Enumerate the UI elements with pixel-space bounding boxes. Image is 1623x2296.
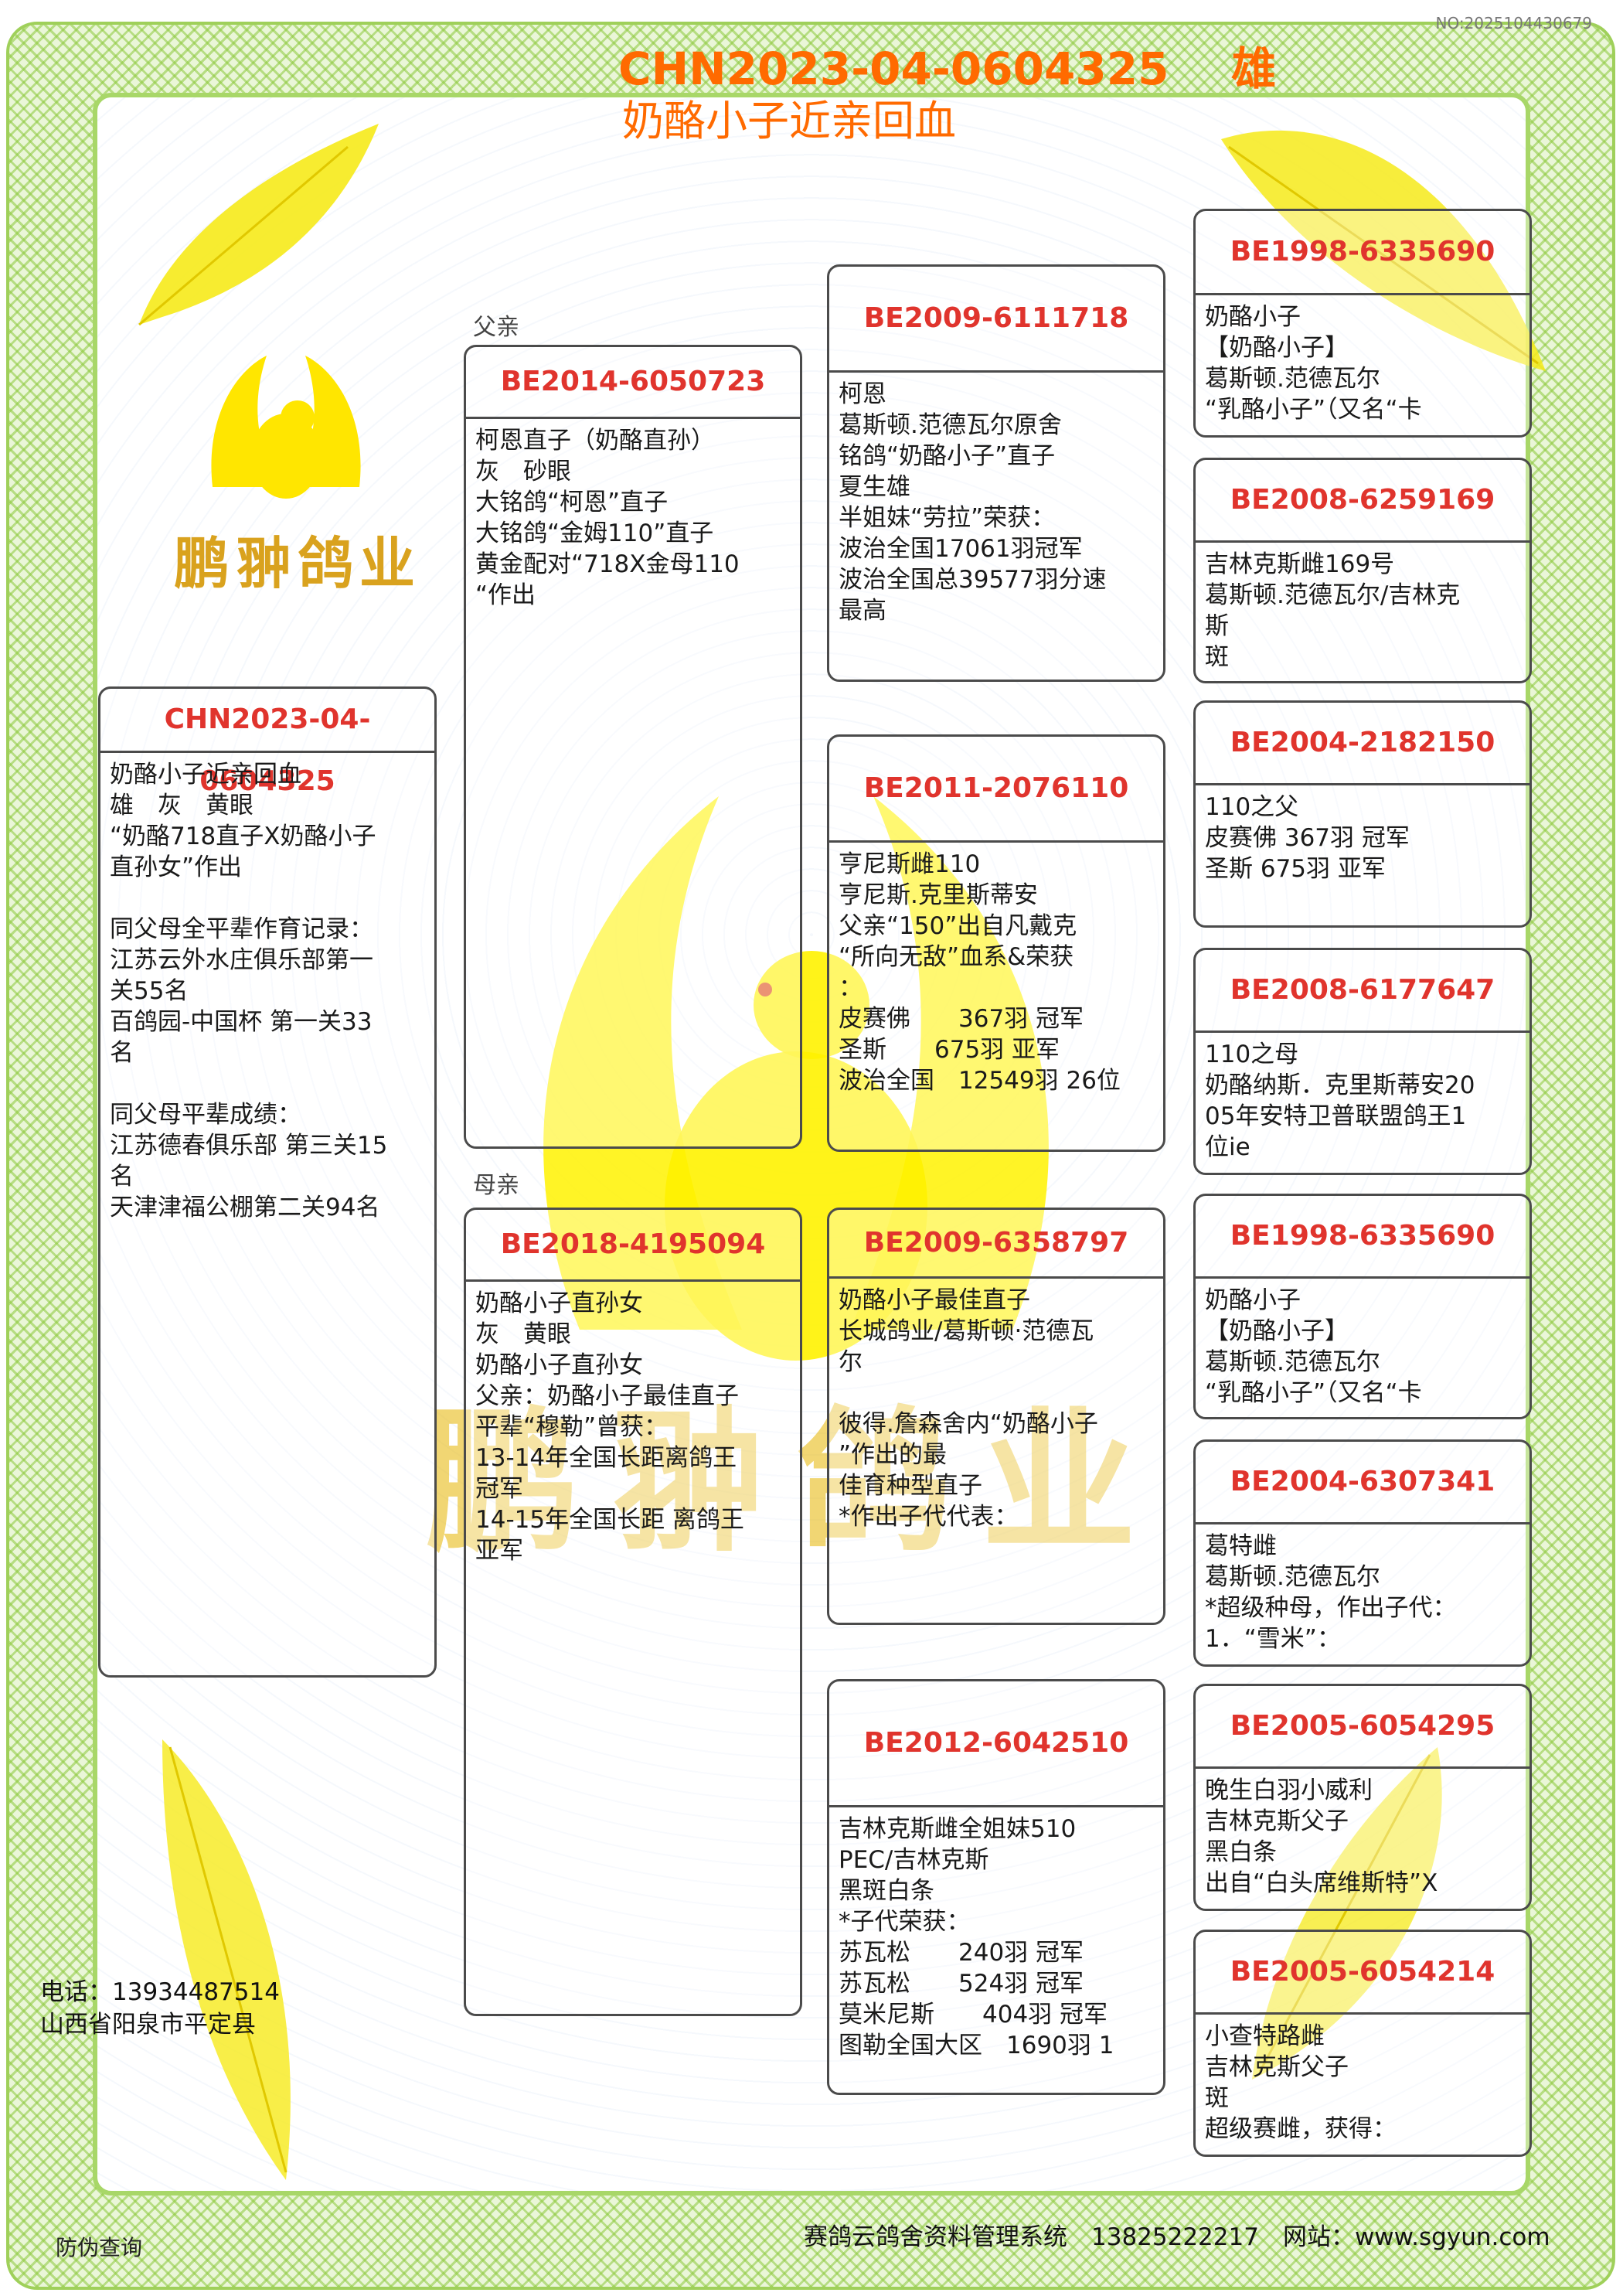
contact-block: 电话：13934487514 山西省阳泉市平定县 [40, 1976, 280, 2041]
great-grandparent-card: BE2004-6307341 葛特雌 葛斯顿.范德瓦尔 *超级种母，作出子代： … [1193, 1439, 1532, 1667]
great-grandparent-card: BE1998-6335690 奶酪小子 【奶酪小子】 葛斯顿.范德瓦尔 “乳酪小… [1193, 1194, 1532, 1419]
ring-number: BE2012-6042510 [829, 1681, 1163, 1807]
great-grandparent-card: BE1998-6335690 奶酪小子 【奶酪小子】 葛斯顿.范德瓦尔 “乳酪小… [1193, 209, 1532, 438]
maternal-grandmother-card: BE2012-6042510 吉林克斯雌全姐妹510 PEC/吉林克斯 黑斑白条… [827, 1679, 1165, 2095]
pedigree-notes: 柯恩 葛斯顿.范德瓦尔原舍 铭鸽“奶酪小子”直子 夏生雄 半姐妹“劳拉”荣获： … [839, 380, 1107, 625]
anti-counterfeit-link[interactable]: 防伪查询 [56, 2235, 143, 2260]
ring-number: BE2018-4195094 [466, 1210, 800, 1282]
pedigree-notes: 奶酪小子最佳直子 长城鸽业/葛斯顿·范德瓦 尔 彼得.詹森舍内“奶酪小子 ”作出… [839, 1286, 1098, 1531]
ring-number: BE2009-6358797 [829, 1210, 1163, 1279]
mother-label: 母亲 [473, 1172, 519, 1199]
feather-icon [162, 1739, 291, 2180]
pedigree-notes: 吉林克斯雌169号 葛斯顿.范德瓦尔/吉林克 斯 斑 [1205, 550, 1461, 671]
pedigree-notes: 亨尼斯雌110 亨尼斯.克里斯蒂安 父亲“150”出自凡戴克 “所向无敌”血系&… [839, 850, 1121, 1095]
ring-number: BE2004-2182150 [1196, 703, 1529, 785]
feather-icon [1221, 130, 1546, 371]
subject-card: CHN2023-04-0604325 奶酪小子近亲回血 雄 灰 黄眼 “奶酪71… [98, 686, 437, 1678]
pedigree-notes: 奶酪小子 【奶酪小子】 葛斯顿.范德瓦尔 “乳酪小子”（又名“卡 [1205, 303, 1422, 424]
pedigree-notes: 柯恩直子（奶酪直孙） 灰 砂眼 大铭鸽“柯恩”直子 大铭鸽“金姆110”直子 黄… [475, 427, 740, 609]
page-subtitle: 奶酪小子近亲回血 [622, 97, 956, 145]
great-grandparent-card: BE2005-6054214 小查特路雌 吉林克斯父子 斑 超级赛雌，获得： [1193, 1930, 1532, 2157]
father-label: 父亲 [473, 314, 519, 341]
ring-number: BE1998-6335690 [1196, 211, 1529, 295]
great-grandparent-card: BE2008-6177647 110之母 奶酪纳斯．克里斯蒂安20 05年安特卫… [1193, 948, 1532, 1175]
great-grandparent-card: BE2005-6054295 晚生白羽小威利 吉林克斯父子 黑白条 出自“白头席… [1193, 1684, 1532, 1911]
ring-number: BE1998-6335690 [1196, 1196, 1529, 1279]
dove-logo-icon [211, 356, 361, 499]
pedigree-notes: 吉林克斯雌全姐妹510 PEC/吉林克斯 黑斑白条 *子代荣获： 苏瓦松 240… [839, 1815, 1114, 2059]
ring-number: BE2014-6050723 [466, 347, 800, 419]
mother-card: BE2018-4195094 奶酪小子直孙女 灰 黄眼 奶酪小子直孙女 父亲：奶… [464, 1208, 802, 2016]
great-grandparent-card: BE2004-2182150 110之父 皮赛佛 367羽 冠军 圣斯 675羽… [1193, 700, 1532, 928]
pedigree-notes: 葛特雌 葛斯顿.范德瓦尔 *超级种母，作出子代： 1．“雪米”： [1205, 1532, 1457, 1653]
paternal-grandmother-card: BE2011-2076110 亨尼斯雌110 亨尼斯.克里斯蒂安 父亲“150”… [827, 734, 1165, 1152]
phone-number: 电话：13934487514 [40, 1978, 280, 2006]
ring-number: BE2008-6177647 [1196, 950, 1529, 1033]
footer-system-info: 赛鸽云鸽舍资料管理系统 13825222217 网站：www.sgyun.com [804, 2223, 1550, 2251]
pedigree-notes: 110之母 奶酪纳斯．克里斯蒂安20 05年安特卫普联盟鸽王1 位ie [1205, 1041, 1475, 1161]
ring-number: BE2008-6259169 [1196, 460, 1529, 543]
paternal-grandfather-card: BE2009-6111718 柯恩 葛斯顿.范德瓦尔原舍 铭鸽“奶酪小子”直子 … [827, 264, 1165, 682]
page-title: CHN2023-04-0604325 雄 [618, 43, 1277, 95]
ring-number: CHN2023-04-0604325 [100, 689, 434, 797]
ring-number: BE2005-6054214 [1196, 1932, 1529, 2015]
maternal-grandfather-card: BE2009-6358797 奶酪小子最佳直子 长城鸽业/葛斯顿·范德瓦 尔 彼… [827, 1208, 1165, 1625]
great-grandparent-card: BE2008-6259169 吉林克斯雌169号 葛斯顿.范德瓦尔/吉林克 斯 … [1193, 458, 1532, 683]
feather-icon [1252, 1747, 1442, 2080]
pedigree-notes: 晚生白羽小威利 吉林克斯父子 黑白条 出自“白头席维斯特”X [1205, 1777, 1438, 1897]
ring-number: BE2009-6111718 [829, 267, 1163, 373]
pedigree-notes: 奶酪小子直孙女 灰 黄眼 奶酪小子直孙女 父亲：奶酪小子最佳直子 平辈“穆勒”曾… [475, 1289, 744, 1565]
address: 山西省阳泉市平定县 [40, 2011, 256, 2039]
big-watermark-text: 鹏翀鸽业 [425, 1392, 1168, 1573]
pedigree-notes: 奶酪小子 【奶酪小子】 葛斯顿.范德瓦尔 “乳酪小子”（又名“卡 [1205, 1286, 1422, 1407]
feather-icon [138, 124, 379, 326]
serial-number: NO:2025104430679 [1435, 14, 1592, 32]
pedigree-notes: 110之父 皮赛佛 367羽 冠军 圣斯 675羽 亚军 [1205, 793, 1410, 883]
father-card: BE2014-6050723 柯恩直子（奶酪直孙） 灰 砂眼 大铭鸽“柯恩”直子… [464, 345, 802, 1149]
pedigree-notes: 奶酪小子近亲回血 雄 灰 黄眼 “奶酪718直子X奶酪小子 直孙女”作出 同父母… [110, 761, 388, 1221]
ring-number: BE2005-6054295 [1196, 1686, 1529, 1769]
ring-number: BE2004-6307341 [1196, 1442, 1529, 1524]
dove-watermark-icon [543, 796, 1049, 1361]
pedigree-notes: 小查特路雌 吉林克斯父子 斑 超级赛雌，获得： [1205, 2022, 1397, 2143]
ring-number: BE2011-2076110 [829, 737, 1163, 843]
logo-text-watermark: 鹏翀鸽业 [174, 530, 422, 596]
